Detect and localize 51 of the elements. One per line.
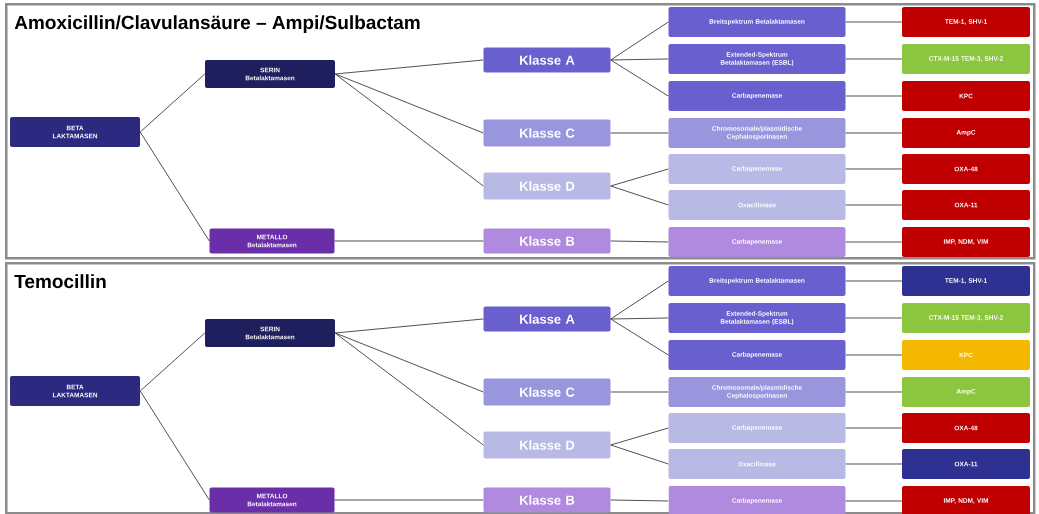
connector-line	[610, 280, 669, 320]
connector-line	[845, 463, 903, 465]
connector-line	[334, 332, 484, 393]
connector-line	[610, 240, 669, 243]
connector-line	[139, 73, 206, 133]
connector-line	[610, 168, 669, 187]
panel-heading: Temocillin	[14, 274, 106, 289]
connector-line	[139, 131, 210, 242]
connector-line	[334, 240, 484, 242]
connector-line	[845, 354, 903, 356]
class-box: Klasse B	[483, 487, 611, 513]
connector-line	[334, 332, 484, 446]
connector-line	[845, 21, 903, 23]
connector-line	[845, 427, 903, 429]
connector-line	[610, 317, 669, 320]
connector-line	[610, 58, 669, 61]
connector-line	[610, 59, 669, 97]
class-box: Klasse A	[483, 306, 611, 332]
connector-line	[845, 317, 903, 319]
connector-line	[845, 58, 903, 60]
connector-line	[334, 59, 484, 75]
connector-line	[610, 132, 669, 134]
connector-line	[610, 185, 669, 206]
connector-line	[845, 391, 903, 393]
connector-line	[845, 280, 903, 282]
class-box: Klasse C	[483, 378, 611, 406]
connector-line	[139, 390, 210, 501]
class-box: Klasse B	[483, 228, 611, 254]
connector-line	[610, 444, 669, 465]
class-box: Klasse A	[483, 47, 611, 73]
connector-line	[610, 318, 669, 356]
connector-line	[610, 21, 669, 61]
connector-line	[610, 427, 669, 446]
connector-line	[845, 241, 903, 243]
connector-line	[845, 132, 903, 134]
panel	[5, 3, 1036, 260]
class-box: Klasse C	[483, 119, 611, 147]
panel-heading: Amoxicillin/Clavulansäure – Ampi/Sulbactam	[14, 15, 420, 33]
connector-line	[845, 168, 903, 170]
connector-line	[845, 95, 903, 97]
class-box: Klasse D	[483, 431, 611, 459]
connector-line	[334, 73, 484, 187]
connector-line	[845, 204, 903, 206]
class-box: Klasse D	[483, 172, 611, 200]
connector-line	[610, 499, 669, 502]
connector-line	[610, 391, 669, 393]
connector-line	[334, 73, 484, 134]
connector-line	[334, 318, 484, 334]
connector-line	[845, 500, 903, 502]
connector-line	[139, 332, 206, 392]
connector-line	[334, 499, 484, 501]
